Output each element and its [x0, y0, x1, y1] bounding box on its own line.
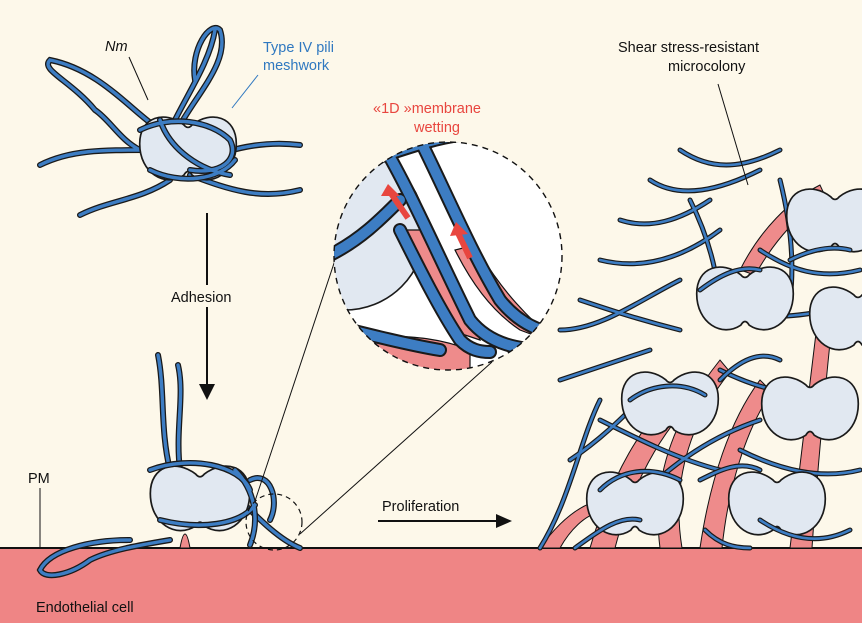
microcolony	[540, 150, 862, 548]
wetting-label-line1: «1D »membrane	[373, 101, 481, 117]
nm-leader-line	[129, 57, 148, 100]
pili-label-line2: meshwork	[263, 58, 330, 74]
wetting-label-line2: wetting	[413, 120, 460, 136]
adhered-diplococcus	[40, 355, 300, 575]
adhesion-arrowhead	[199, 384, 215, 400]
proliferation-arrowhead	[496, 514, 512, 528]
free-diplococcus	[40, 28, 300, 215]
shear-label-line2: microcolony	[668, 59, 746, 75]
nm-label: Nm	[105, 39, 128, 55]
pili-leader-line	[232, 75, 258, 108]
proliferation-label: Proliferation	[382, 499, 459, 515]
pm-label: PM	[28, 471, 50, 487]
pili-label-line1: Type IV pili	[263, 40, 334, 56]
membrane-wetting-zoom	[265, 135, 570, 380]
shear-label-line1: Shear stress-resistant	[618, 40, 759, 56]
adhesion-label: Adhesion	[171, 290, 231, 306]
microcolony-leader-line	[718, 84, 748, 185]
endothelial-cell-label: Endothelial cell	[36, 600, 134, 616]
